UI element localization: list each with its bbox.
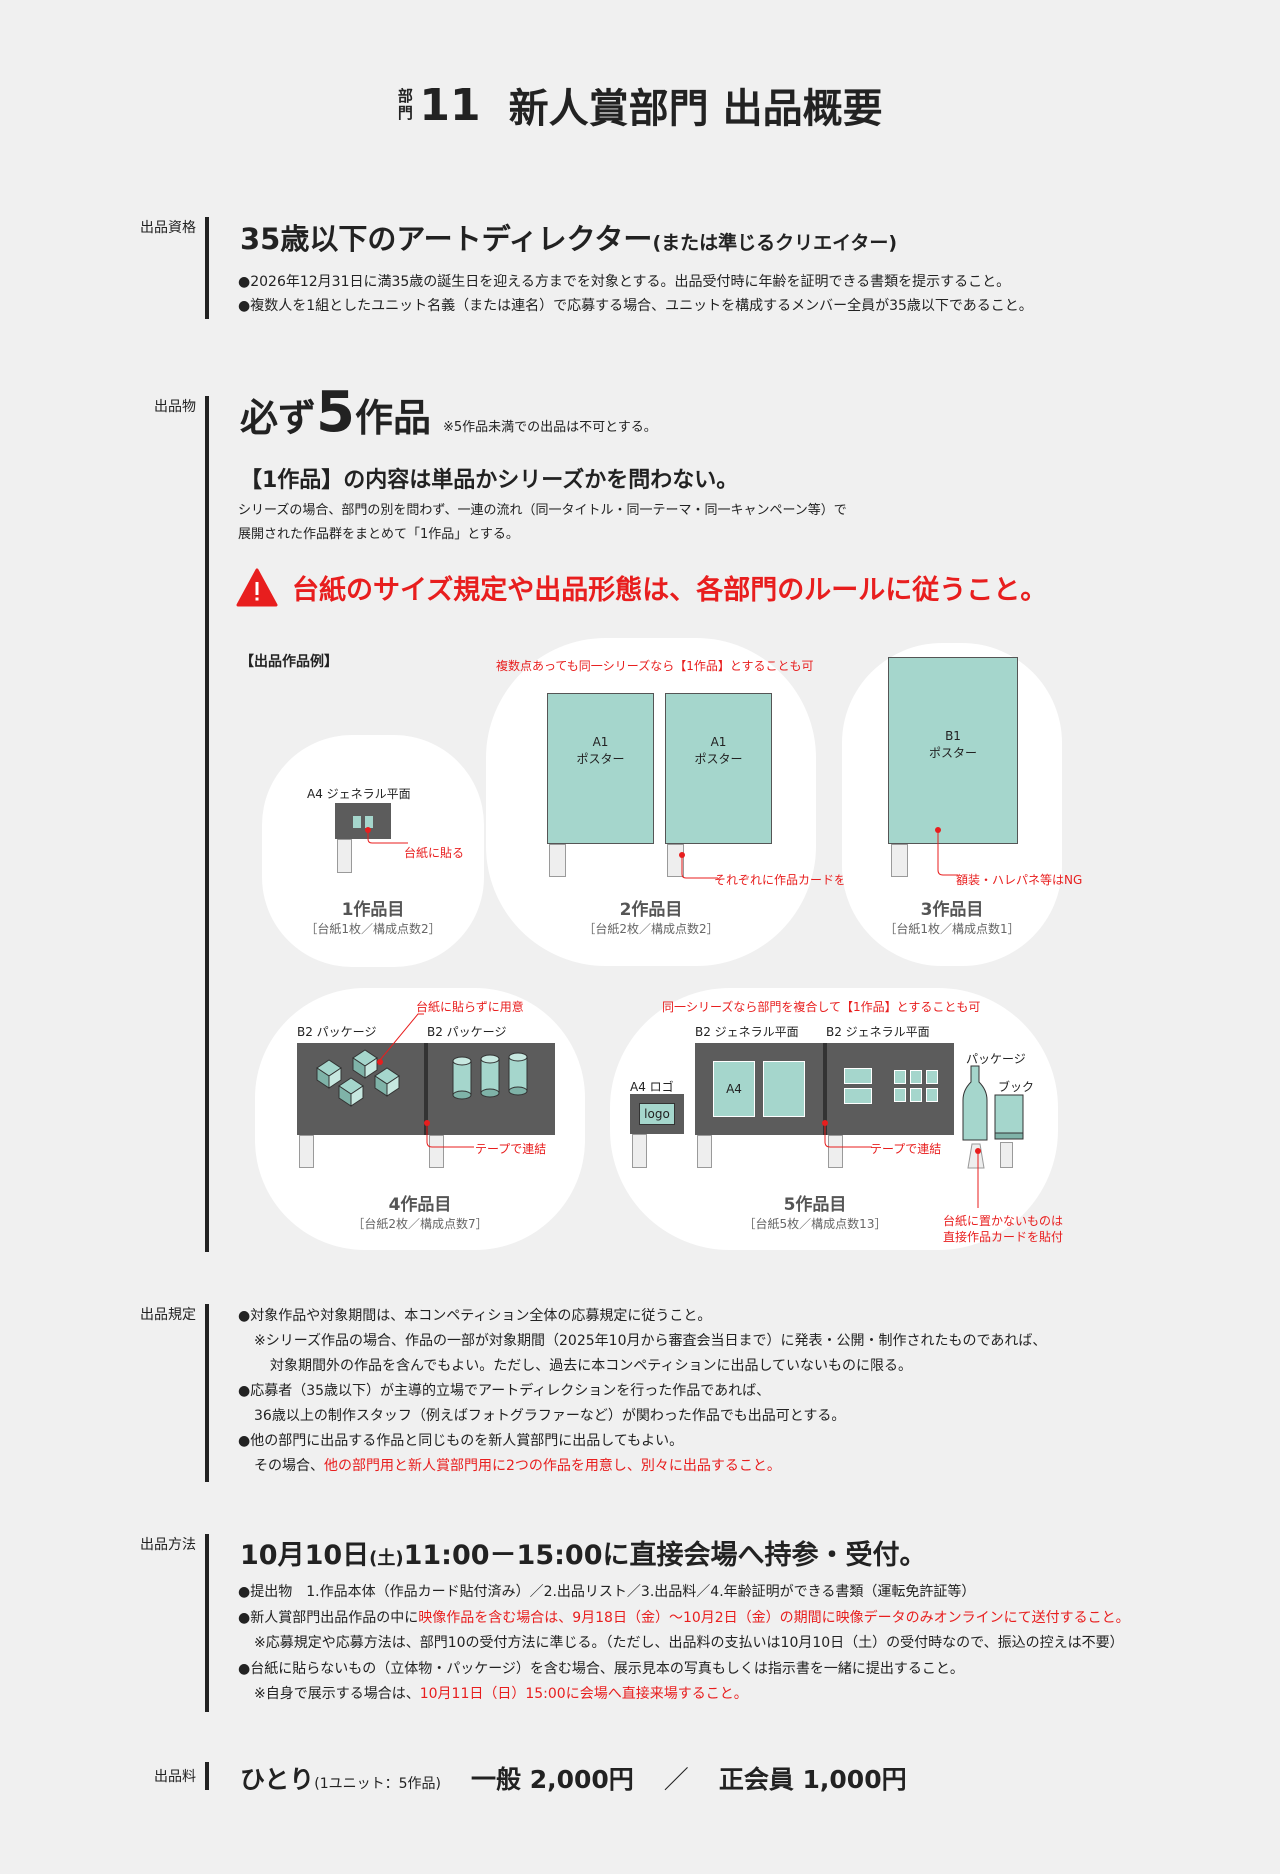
example-4-item-2: B2 パッケージ (427, 1025, 507, 1039)
example-2-caption: 2作品目［台紙2枚／構成点数2］ (583, 900, 719, 936)
pointer-dot (935, 827, 941, 833)
pointer-dot (975, 1148, 981, 1154)
work-card (549, 844, 566, 877)
example-2-top-note: 複数点あっても同一シリーズなら【1作品】とすることも可 (496, 659, 814, 673)
example-1-item: A4 ジェネラル平面 (307, 787, 411, 801)
work-card (299, 1135, 314, 1168)
work-piece (844, 1068, 872, 1084)
pointer-line (681, 854, 718, 879)
work-card (632, 1134, 647, 1168)
method-label: 出品方法 (140, 1537, 196, 1553)
pointer-line (367, 830, 408, 844)
rules-label: 出品規定 (140, 1307, 196, 1323)
example-label: 【出品作品例】 (240, 654, 338, 670)
pointer-line (937, 832, 958, 876)
pointer-line (824, 1124, 872, 1148)
package-boxes (316, 1049, 400, 1107)
section-divider (205, 396, 209, 1252)
a4-piece: A4 (713, 1061, 755, 1117)
work-card (697, 1135, 712, 1168)
rules-list: ●対象作品や対象期間は、本コンペティション全体の応募規定に従うこと。 ※シリーズ… (238, 1308, 1047, 1474)
logo-piece: logo (639, 1103, 675, 1125)
example-5-item-a4: A4 ロゴ (630, 1080, 674, 1094)
example-3-caption: 3作品目［台紙1枚／構成点数1］ (884, 900, 1020, 936)
example-4-caption: 4作品目［台紙2枚／構成点数7］ (352, 1195, 488, 1231)
product-card (1000, 1142, 1013, 1168)
example-5-caption: 5作品目［台紙5枚／構成点数13］ (743, 1195, 887, 1231)
pointer-line (977, 1152, 979, 1208)
section-divider (205, 1534, 209, 1712)
pointer-dot (365, 827, 371, 833)
example-5-item-2: B2 ジェネラル平面 (826, 1025, 930, 1039)
example-1-card (262, 735, 484, 967)
page-title-text: 新人賞部門 出品概要 (508, 86, 883, 132)
eligibility-heading: 35歳以下のアートディレクター(または準じるクリエイター) (240, 222, 898, 256)
submission-label: 出品物 (154, 399, 196, 415)
fee-row: ひとり(1ユニット：5作品)一般 2,000円／正会員 1,000円 (240, 1765, 907, 1794)
example-1-note: 台紙に貼る (404, 846, 465, 860)
method-list: ●提出物 1.作品本体（作品カード貼付済み）／2.出品リスト／3.出品料／4.年… (238, 1584, 1130, 1702)
bumon-label: 部門 (397, 87, 413, 122)
bullet-item: ●複数人を1組としたユニット名義（または連名）で応募する場合、ユニットを構成する… (238, 298, 1033, 314)
work-piece (910, 1070, 922, 1084)
bullet-item: ●2026年12月31日に満35歳の誕生日を迎える方までを対象とする。出品受付時… (238, 274, 1011, 290)
eligibility-bullets: ●2026年12月31日に満35歳の誕生日を迎える方までを対象とする。出品受付時… (238, 270, 1033, 318)
example-4-top-note: 台紙に貼らずに用意 (416, 1000, 524, 1014)
tape-join (823, 1043, 827, 1135)
section-number: 11 (419, 79, 481, 131)
section-divider (205, 217, 209, 319)
example-3-note: 額装・ハレパネ等はNG (956, 873, 1083, 887)
example-4-item-1: B2 パッケージ (297, 1025, 377, 1039)
method-heading: 10月10日(土)11:00－15:00に直接会場へ持参・受付。 (240, 1540, 927, 1571)
work-piece (844, 1088, 872, 1104)
section-divider (205, 1304, 209, 1482)
pointer-dot (377, 1059, 383, 1065)
warning-icon (236, 568, 278, 608)
example-1-caption: 1作品目［台紙1枚／構成点数2］ (305, 900, 441, 936)
tape-join (424, 1043, 428, 1135)
example-5-note: テープで連結 (870, 1142, 942, 1156)
cylinder-packages (452, 1052, 528, 1100)
work-card (828, 1135, 843, 1168)
work-card (337, 839, 352, 873)
submission-description: シリーズの場合、部門の別を問わず、一連の流れ（同一タイトル・同一テーマ・同一キャ… (238, 503, 847, 542)
book-item (994, 1094, 1024, 1140)
example-5-book-label: ブック (998, 1080, 1035, 1094)
pointer-dot (424, 1120, 430, 1126)
eligibility-label: 出品資格 (140, 220, 196, 236)
pointer-line (379, 1013, 424, 1061)
work-piece (894, 1088, 906, 1102)
work-piece (926, 1070, 938, 1084)
a4-piece (763, 1061, 805, 1117)
example-5-item-1: B2 ジェネラル平面 (695, 1025, 799, 1039)
fee-label: 出品料 (154, 1769, 196, 1785)
example-2-note: それぞれに作品カードを貼付 (714, 873, 871, 887)
example-5-note-2: 台紙に置かないものは直接作品カードを貼付 (943, 1214, 1064, 1244)
section-divider (205, 1762, 209, 1790)
bottle-package (962, 1065, 988, 1141)
work-card (891, 844, 908, 877)
work-piece (910, 1088, 922, 1102)
work-card (429, 1135, 444, 1168)
example-5-package-label: パッケージ (966, 1052, 1026, 1066)
pointer-dot (679, 852, 685, 858)
work-piece (894, 1070, 906, 1084)
work-piece (352, 815, 362, 829)
submission-heading: 必ず5作品※5作品未満での出品は不可とする。 (240, 380, 657, 445)
pointer-line (426, 1124, 474, 1148)
mount-board (335, 803, 391, 839)
submission-subheading: 【1作品】の内容は単品かシリーズかを問わない。 (240, 468, 739, 493)
example-5-top-note: 同一シリーズなら部門を複合して【1作品】とすることも可 (662, 1000, 981, 1014)
warning-text: 台紙のサイズ規定や出品形態は、各部門のルールに従うこと。 (292, 575, 1048, 606)
work-piece (926, 1088, 938, 1102)
example-4-note: テープで連結 (475, 1142, 547, 1156)
pointer-dot (822, 1120, 828, 1126)
